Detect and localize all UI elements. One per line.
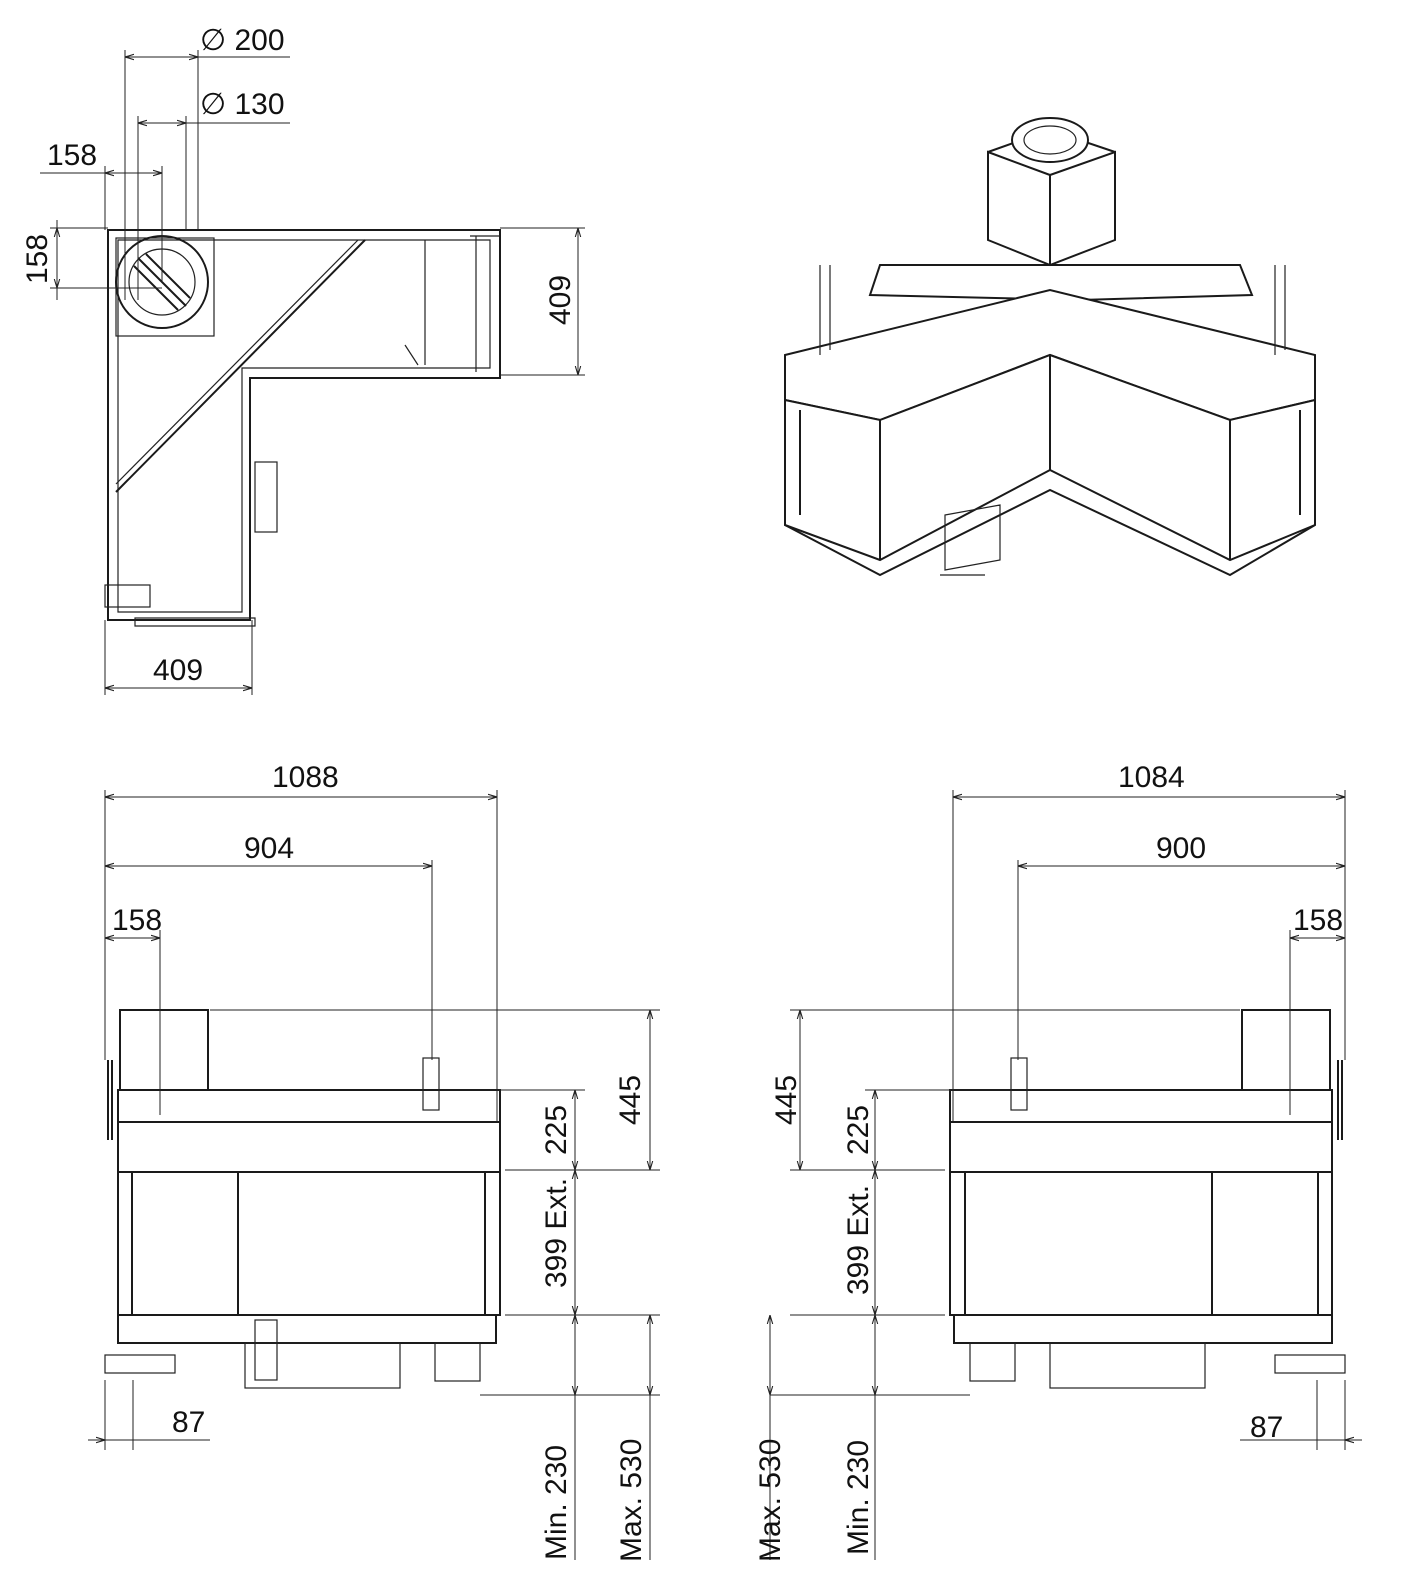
dim-904: 904 [244, 832, 294, 865]
dim-max-530-left: Max. 530 [615, 1439, 648, 1562]
dim-min-230-right: Min. 230 [842, 1440, 875, 1555]
dim-1084: 1084 [1118, 761, 1185, 794]
dim-158-horizontal: 158 [47, 139, 97, 172]
dim-225-right: 225 [842, 1105, 875, 1155]
iso-flue-collar [1011, 117, 1089, 163]
dim-87-left: 87 [172, 1406, 205, 1439]
dim-158-left: 158 [112, 904, 162, 937]
glass-panel [117, 1171, 501, 1316]
plan-view: ∅ 200 ∅ 130 158 158 409 409 [21, 24, 585, 695]
dim-399-ext-left: 399 Ext. [540, 1178, 573, 1288]
dim-158-vertical: 158 [21, 234, 54, 284]
front-view-left: 1088 904 158 445 225 399 Ext. Min. 230 M… [88, 761, 660, 1562]
front-view-right: 1084 900 158 445 225 399 Ext. 87 Max. 53… [754, 761, 1362, 1562]
chimney-box [119, 1009, 209, 1093]
plan-diagonal-brace [115, 239, 366, 493]
dim-158-right: 158 [1293, 904, 1343, 937]
dim-409-horizontal: 409 [153, 654, 203, 687]
dim-399-ext-right: 399 Ext. [842, 1185, 875, 1295]
dim-225-left: 225 [540, 1105, 573, 1155]
dim-min-230-left: Min. 230 [540, 1445, 573, 1560]
dim-445-right: 445 [770, 1075, 803, 1125]
dim-1088: 1088 [272, 761, 339, 794]
plan-outline [107, 229, 501, 621]
dim-dia-200: ∅ 200 [200, 24, 285, 57]
dim-87-right: 87 [1250, 1411, 1283, 1444]
dim-445-left: 445 [614, 1075, 647, 1125]
dim-900: 900 [1156, 832, 1206, 865]
dim-max-530-right: Max. 530 [754, 1439, 787, 1562]
isometric-view [784, 117, 1316, 577]
dim-409-vertical: 409 [544, 275, 577, 325]
dim-dia-130: ∅ 130 [200, 88, 285, 121]
iso-chimney-box [987, 150, 1116, 267]
